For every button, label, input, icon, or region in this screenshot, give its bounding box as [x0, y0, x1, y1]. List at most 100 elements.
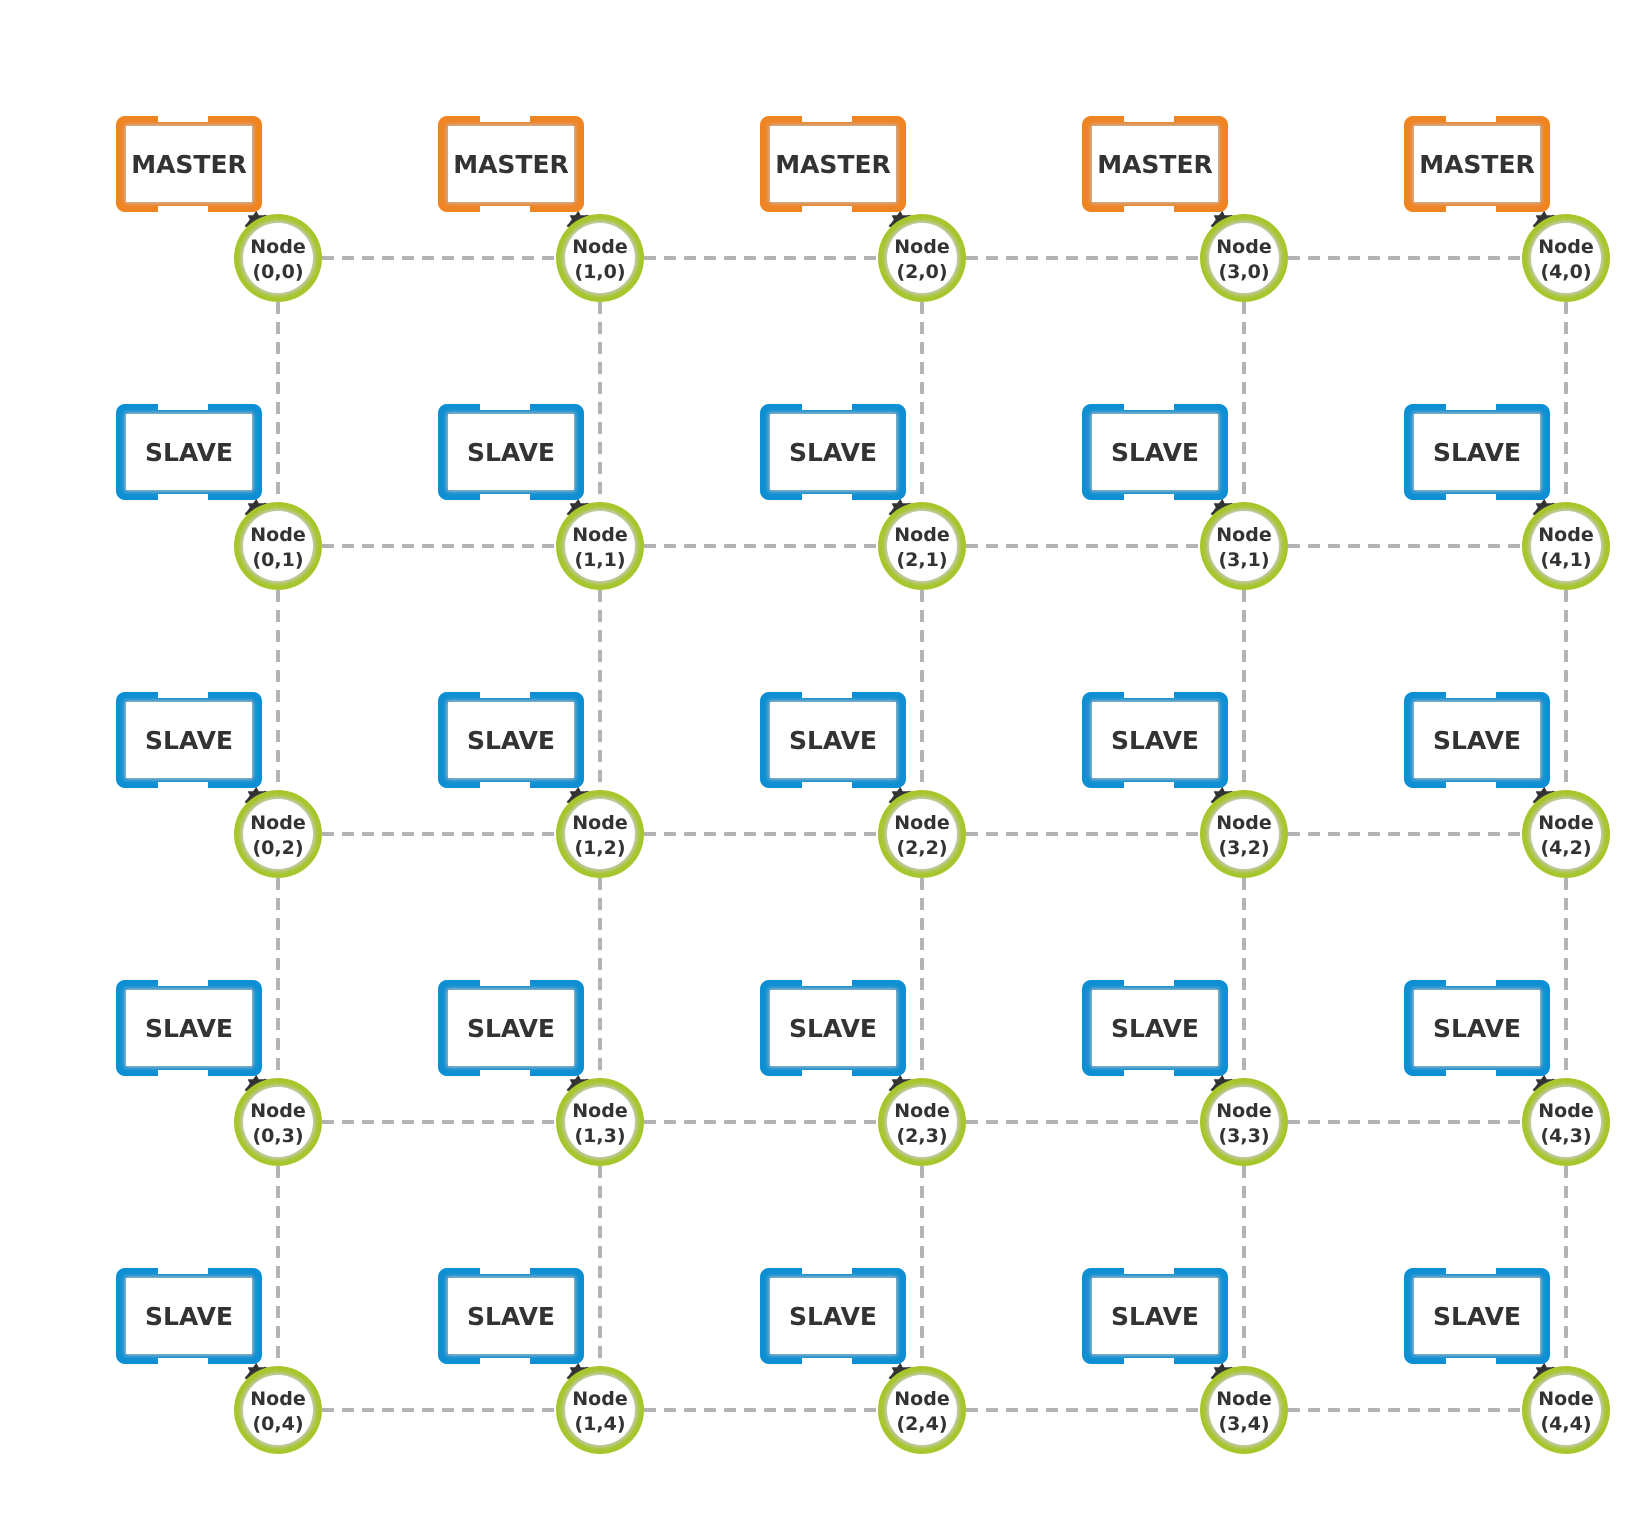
box-notch-top [480, 1268, 530, 1274]
box-face [448, 126, 574, 202]
slave-box: SLAVE [116, 1268, 262, 1364]
node-face [887, 223, 957, 293]
slave-box: SLAVE [1082, 692, 1228, 788]
slave-box-label: SLAVE [145, 726, 233, 755]
master-box-label: MASTER [453, 150, 569, 179]
box-notch-top [158, 1268, 208, 1274]
slave-box-label: SLAVE [1433, 726, 1521, 755]
node-label: Node [1216, 812, 1271, 834]
box-notch-bottom [480, 494, 530, 500]
box-notch-bottom [1124, 782, 1174, 788]
slave-box: SLAVE [1082, 404, 1228, 500]
slave-box-label: SLAVE [467, 1302, 555, 1331]
box-notch-top [1446, 404, 1496, 410]
node-label: Node [250, 236, 305, 258]
node-label: Node [572, 524, 627, 546]
mesh-node: Node(4,2) [1522, 790, 1610, 878]
mesh-node: Node(1,4) [556, 1366, 644, 1454]
node-coordinate: (0,1) [252, 549, 303, 571]
node-face [887, 799, 957, 869]
node-face [887, 511, 957, 581]
slave-box: SLAVE [116, 692, 262, 788]
node-face [887, 1375, 957, 1445]
box-face [770, 414, 896, 490]
node-coordinate: (0,2) [252, 837, 303, 859]
mesh-node: Node(3,0) [1200, 214, 1288, 302]
slave-box-label: SLAVE [1111, 1014, 1199, 1043]
box-face [1092, 990, 1218, 1066]
node-coordinate: (1,3) [574, 1125, 625, 1147]
node-coordinate: (0,0) [252, 261, 303, 283]
box-face [1092, 1278, 1218, 1354]
node-coordinate: (2,4) [896, 1413, 947, 1435]
links-layer [276, 256, 1568, 1412]
node-label: Node [894, 812, 949, 834]
mesh-node: Node(0,4) [234, 1366, 322, 1454]
slave-box: SLAVE [438, 980, 584, 1076]
node-label: Node [250, 524, 305, 546]
node-coordinate: (1,2) [574, 837, 625, 859]
box-notch-top [480, 116, 530, 122]
node-coordinate: (4,2) [1540, 837, 1591, 859]
mesh-node: Node (0,1) [234, 502, 322, 590]
slave-box: SLAVE [1404, 692, 1550, 788]
box-face [1092, 414, 1218, 490]
box-face [126, 126, 252, 202]
master-box: MASTER [438, 116, 584, 212]
node-face [565, 223, 635, 293]
node-label: Node [894, 1100, 949, 1122]
slave-box: SLAVE [760, 980, 906, 1076]
node-coordinate: (1,1) [574, 549, 625, 571]
node-coordinate: (4,0) [1540, 261, 1591, 283]
slave-box: SLAVE [116, 980, 262, 1076]
box-notch-bottom [1124, 1358, 1174, 1364]
node-face [1209, 223, 1279, 293]
box-notch-bottom [1124, 494, 1174, 500]
node-coordinate: (4,1) [1540, 549, 1591, 571]
node-face [1531, 223, 1601, 293]
box-notch-bottom [1446, 1070, 1496, 1076]
master-box-label: MASTER [131, 150, 247, 179]
node-label: Node [572, 1100, 627, 1122]
slave-box: SLAVE [1404, 404, 1550, 500]
mesh-node: Node(2,2) [878, 790, 966, 878]
node-face [243, 223, 313, 293]
box-notch-top [802, 692, 852, 698]
box-notch-top [480, 404, 530, 410]
box-notch-bottom [158, 1070, 208, 1076]
slave-box-label: SLAVE [1433, 1014, 1521, 1043]
box-notch-top [480, 980, 530, 986]
box-face [1414, 126, 1540, 202]
box-face [1414, 702, 1540, 778]
box-notch-bottom [158, 1358, 208, 1364]
box-face [126, 990, 252, 1066]
master-box-label: MASTER [1097, 150, 1213, 179]
slave-box-label: SLAVE [1433, 438, 1521, 467]
node-coordinate: (3,0) [1218, 261, 1269, 283]
node-coordinate: (3,4) [1218, 1413, 1269, 1435]
box-face [1414, 990, 1540, 1066]
mesh-node: Node (0,0) [234, 214, 322, 302]
slave-box-label: SLAVE [789, 1302, 877, 1331]
slave-box: SLAVE [116, 404, 262, 500]
mesh-node: Node(3,4) [1200, 1366, 1288, 1454]
box-notch-bottom [802, 494, 852, 500]
slave-box: SLAVE [1404, 980, 1550, 1076]
mesh-node: Node(3,3) [1200, 1078, 1288, 1166]
mesh-node: Node(0,2) [234, 790, 322, 878]
master-box-label: MASTER [1419, 150, 1535, 179]
node-label: Node [572, 812, 627, 834]
box-notch-top [1124, 692, 1174, 698]
box-notch-bottom [802, 1358, 852, 1364]
box-notch-top [1446, 1268, 1496, 1274]
box-notch-bottom [802, 206, 852, 212]
box-notch-top [802, 404, 852, 410]
node-coordinate: (4,3) [1540, 1125, 1591, 1147]
slave-box-label: SLAVE [1433, 1302, 1521, 1331]
box-notch-top [1124, 1268, 1174, 1274]
node-label: Node [894, 236, 949, 258]
mesh-node: Node(3,1) [1200, 502, 1288, 590]
box-notch-bottom [480, 1070, 530, 1076]
box-notch-top [158, 980, 208, 986]
mesh-node: Node(2,4) [878, 1366, 966, 1454]
